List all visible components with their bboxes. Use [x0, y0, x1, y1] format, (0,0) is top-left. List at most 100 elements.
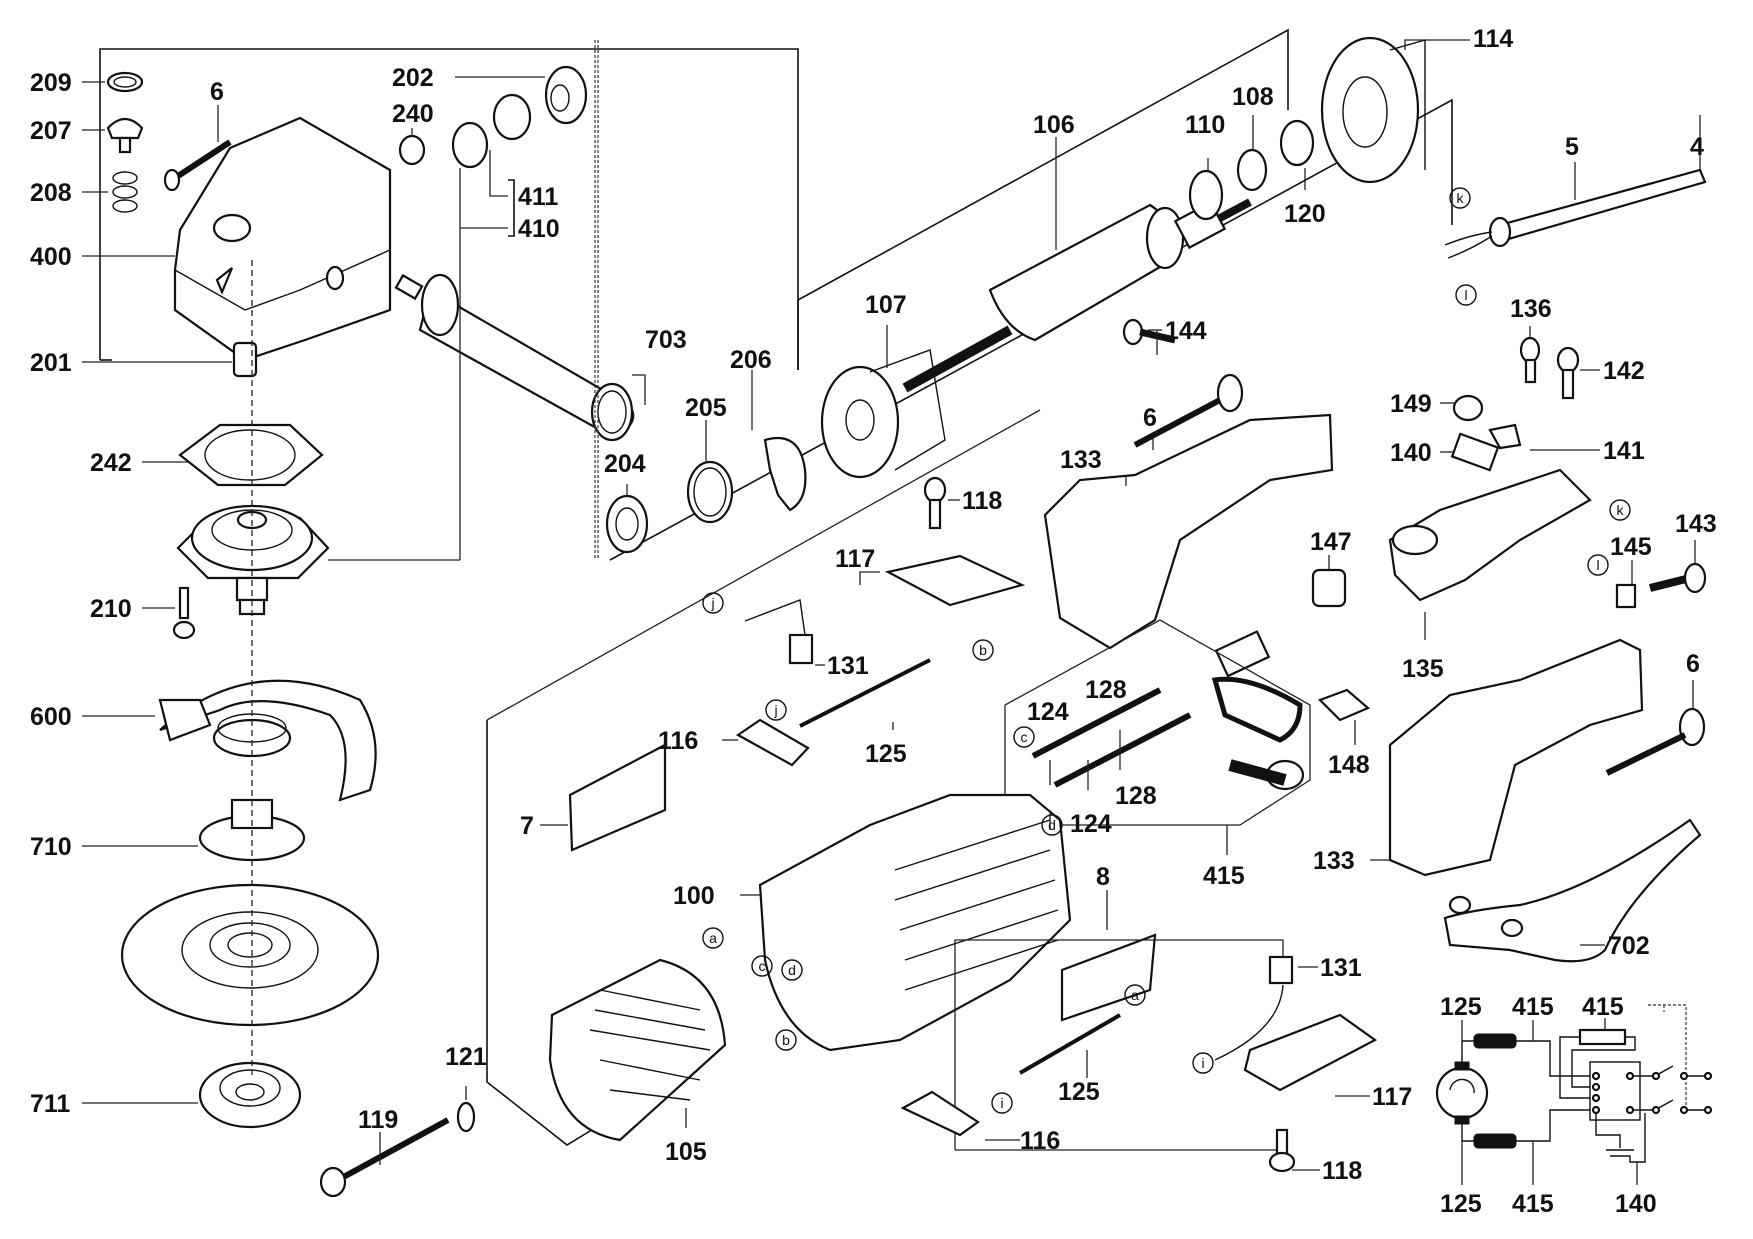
label-208: 208	[30, 179, 72, 207]
label-135: 135	[1402, 655, 1444, 683]
lower-brush-group-bracket	[954, 939, 1284, 1150]
brush-cover-117-lower	[1243, 1013, 1378, 1092]
screw-143	[1649, 562, 1707, 594]
label-118-upper: 118	[962, 487, 1002, 515]
schematic-label-415-top-1: 415	[1512, 993, 1554, 1021]
spring-208	[112, 171, 138, 213]
field-coil-top	[1473, 1033, 1517, 1049]
label-710: 710	[30, 833, 72, 861]
label-110: 110	[1185, 111, 1225, 139]
gasket-242	[178, 423, 324, 487]
label-415-group: 415	[1203, 862, 1245, 890]
label-116-upper: 116	[658, 727, 698, 755]
o-ring-209	[106, 71, 144, 93]
marker-l-cord	[1455, 284, 1477, 306]
sleeve-201	[232, 341, 258, 378]
brush-cover-117-upper	[884, 554, 1026, 607]
resistor-415	[1578, 1028, 1627, 1046]
field-stator-105	[548, 958, 727, 1142]
button-cap-207	[106, 117, 144, 140]
screw-118-upper	[923, 476, 947, 530]
marker-j-brush	[702, 592, 724, 614]
label-207: 207	[30, 117, 72, 145]
label-140: 140	[1390, 439, 1432, 467]
label-204: 204	[604, 450, 646, 478]
label-144: 144	[1165, 317, 1207, 345]
marker-c-suppressor-text: c	[1021, 729, 1028, 745]
label-145: 145	[1610, 533, 1652, 561]
nut-240	[398, 134, 426, 166]
switch-140	[1450, 432, 1500, 472]
schematic-label-415-top-2: 415	[1582, 993, 1624, 1021]
gear-head-group-bracket	[99, 48, 799, 370]
label-117-lower: 117	[1372, 1083, 1412, 1111]
marker-a-stator-text: a	[709, 930, 717, 946]
marker-j-holder	[765, 699, 787, 721]
cover-147	[1311, 568, 1347, 608]
label-131-lower: 131	[1320, 954, 1362, 982]
label-202: 202	[392, 64, 434, 92]
bearing-202	[544, 65, 588, 125]
brush-holder-116-lower	[900, 1090, 980, 1137]
label-141: 141	[1603, 437, 1645, 465]
marker-k-switch-text: k	[1617, 502, 1625, 518]
side-handle-703	[394, 273, 635, 442]
label-6-gearhead: 6	[210, 78, 224, 106]
bearing-cover-114	[1320, 36, 1426, 184]
screw-118-lower	[1268, 1128, 1296, 1173]
bearing-202-bore	[550, 84, 570, 112]
label-209: 209	[30, 69, 72, 97]
motor-brush-top	[1454, 1061, 1470, 1071]
marker-c-stator-text: c	[759, 958, 766, 974]
switch-140-schematic	[1589, 1061, 1641, 1121]
label-116-lower: 116	[1020, 1127, 1060, 1155]
label-410: 410	[518, 215, 560, 243]
marker-i-brush	[1192, 1052, 1214, 1074]
gear-housing-400	[173, 116, 392, 362]
marker-b-stator-text: b	[782, 1032, 790, 1048]
marker-b-lead-text: b	[979, 642, 987, 658]
label-106: 106	[1033, 111, 1075, 139]
label-210: 210	[90, 595, 132, 623]
marker-i-holder-text: i	[1000, 1095, 1003, 1111]
marker-d-stator	[781, 959, 803, 981]
part-labels: 209 207 208 400 201 242 210 600 710 711 …	[30, 25, 1717, 1218]
label-108: 108	[1232, 83, 1274, 111]
marker-a-stator	[702, 927, 724, 949]
label-600: 600	[30, 703, 72, 731]
cap-149	[1452, 394, 1484, 422]
power-cord-4	[1444, 168, 1707, 259]
label-125-lower: 125	[1058, 1078, 1100, 1106]
415-group-bracket	[1004, 619, 1311, 826]
plate-145	[1615, 583, 1637, 609]
handle-half-133-lower	[1388, 638, 1644, 877]
motor-housing-100	[758, 793, 1072, 1052]
grinding-wheel	[120, 883, 380, 1027]
armature-106	[902, 198, 1252, 393]
label-124-upper: 124	[1027, 698, 1069, 726]
screw-6-lower	[1605, 707, 1706, 776]
housing-handle-hole	[325, 265, 345, 291]
label-4: 4	[1690, 133, 1704, 161]
screw-6-gearhead	[163, 139, 232, 192]
label-133-lower: 133	[1313, 847, 1355, 875]
label-201: 201	[30, 349, 72, 377]
marker-d-suppressor-text: d	[1048, 817, 1056, 833]
wheel-guard-600	[158, 679, 377, 802]
connector-markers: k l k l j j b c d a c d b a i i	[702, 187, 1631, 1114]
suppressor-wiring-415	[1031, 630, 1305, 791]
marker-l-cord-text: l	[1464, 287, 1467, 303]
armature-group-bracket	[797, 28, 1289, 370]
label-147: 147	[1310, 528, 1352, 556]
label-120: 120	[1284, 200, 1326, 228]
label-206: 206	[730, 346, 772, 374]
label-128-upper: 128	[1085, 676, 1127, 704]
leader-lines	[82, 39, 1701, 1185]
marker-j-brush-text: j	[710, 595, 714, 611]
marker-c-stator	[751, 955, 773, 977]
bearing-108	[1236, 148, 1268, 192]
marker-a-lead	[1124, 984, 1146, 1006]
marker-i-brush-text: i	[1201, 1055, 1204, 1071]
label-6-handle: 6	[1143, 404, 1157, 432]
